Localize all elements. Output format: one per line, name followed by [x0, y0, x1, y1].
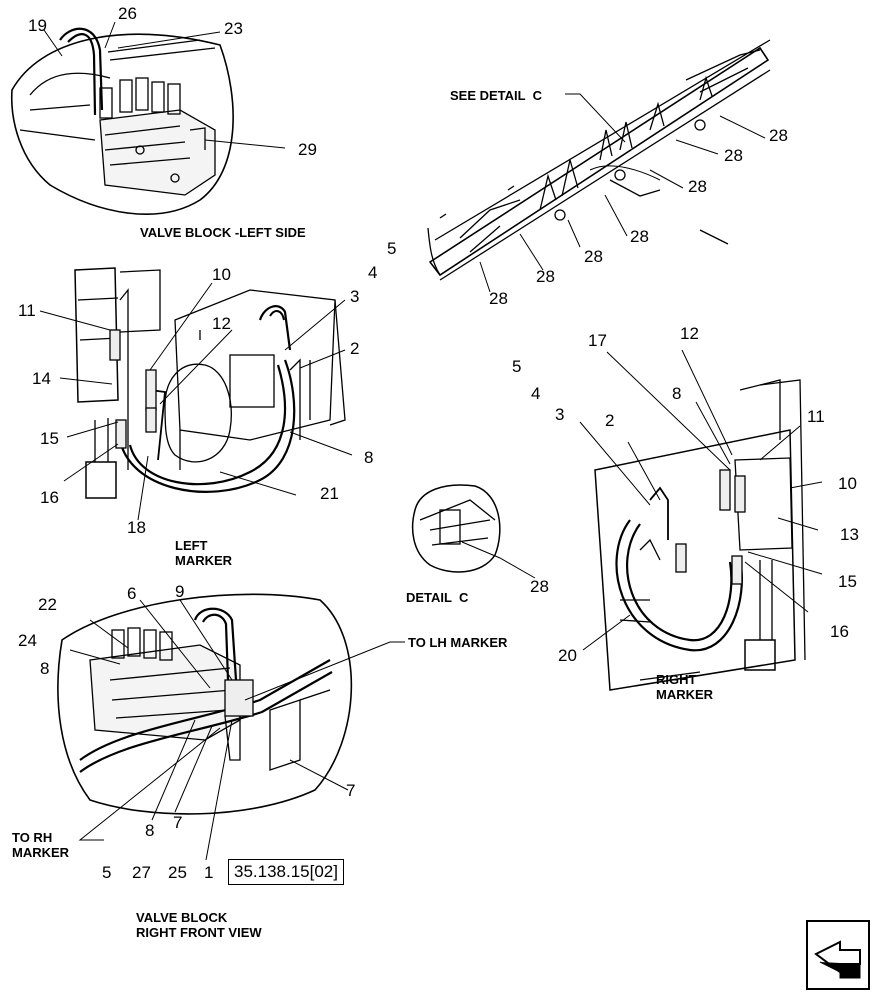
callout-3-left: 3 [350, 287, 360, 306]
callout-2-left: 2 [350, 339, 360, 358]
arrow-next-icon [806, 920, 870, 990]
callout-22: 22 [38, 595, 57, 614]
callout-28-c: 28 [688, 177, 707, 196]
callout-26: 26 [118, 4, 137, 23]
left-marker-illustration [74, 267, 346, 499]
callout-21: 21 [320, 484, 339, 503]
callout-12-left: 12 [212, 314, 231, 333]
callout-28-d: 28 [630, 227, 649, 246]
callout-28-b: 28 [724, 146, 743, 165]
caption-detail-c: DETAIL C [406, 590, 469, 605]
callout-3-right: 3 [555, 405, 565, 424]
callout-7-left: 7 [173, 813, 183, 832]
right-marker-illustration [594, 379, 806, 691]
callout-5-bottom: 5 [102, 863, 112, 882]
callout-11-left: 11 [18, 301, 36, 320]
valve-block-left-illustration [10, 27, 234, 215]
callout-12-right: 12 [680, 324, 699, 343]
detail-c-illustration [411, 484, 536, 579]
callout-8-left: 8 [364, 448, 374, 467]
callout-8-right: 8 [672, 384, 682, 403]
callout-28-e: 28 [584, 247, 603, 266]
callout-23: 23 [224, 19, 243, 38]
callout-18: 18 [127, 518, 146, 537]
callout-10-right: 10 [838, 474, 857, 493]
caption-right-marker: RIGHT MARKER [656, 672, 714, 702]
callout-17: 17 [588, 331, 607, 350]
callout-13: 13 [840, 525, 859, 544]
caption-see-detail: SEE DETAIL C [450, 88, 542, 103]
caption-to-lh-marker: TO LH MARKER [408, 635, 508, 650]
reference-link[interactable]: 35.138.15[02] [228, 859, 344, 885]
callout-16-left: 16 [40, 488, 59, 507]
callout-14: 14 [32, 369, 51, 388]
valve-block-front-illustration [57, 593, 353, 815]
callout-8-front: 8 [40, 659, 50, 678]
callout-19: 19 [28, 16, 47, 35]
caption-to-rh-marker: TO RH MARKER [12, 830, 70, 860]
callout-5-left: 5 [387, 239, 397, 258]
caption-valve-block-front: VALVE BLOCK RIGHT FRONT VIEW [136, 910, 262, 940]
callout-11-right: 11 [807, 407, 825, 426]
caption-left-marker: LEFT MARKER [175, 538, 233, 568]
callout-16-right: 16 [830, 622, 849, 641]
callout-9: 9 [175, 582, 185, 601]
callout-28-a: 28 [769, 126, 788, 145]
callout-28-detail: 28 [530, 577, 549, 596]
callout-20: 20 [558, 646, 577, 665]
callout-2-right: 2 [605, 411, 615, 430]
callout-27: 27 [132, 863, 151, 882]
callout-10-left: 10 [212, 265, 231, 284]
callout-15-right: 15 [838, 572, 857, 591]
callout-6: 6 [127, 584, 137, 603]
next-page-button[interactable] [806, 920, 870, 990]
callout-25: 25 [168, 863, 187, 882]
callout-29: 29 [298, 140, 317, 159]
callout-28-g: 28 [489, 289, 508, 308]
callout-28-f: 28 [536, 267, 555, 286]
callout-5-right: 5 [512, 357, 522, 376]
callout-7-right: 7 [346, 781, 356, 800]
callout-4-left: 4 [368, 263, 378, 282]
callout-24: 24 [18, 631, 37, 650]
callout-1: 1 [204, 863, 214, 882]
harness-frame-illustration [427, 39, 771, 281]
callout-4-right: 4 [531, 384, 541, 403]
callout-8-bottom: 8 [145, 821, 155, 840]
caption-valve-block-left: VALVE BLOCK -LEFT SIDE [140, 225, 306, 240]
callout-15-left: 15 [40, 429, 59, 448]
